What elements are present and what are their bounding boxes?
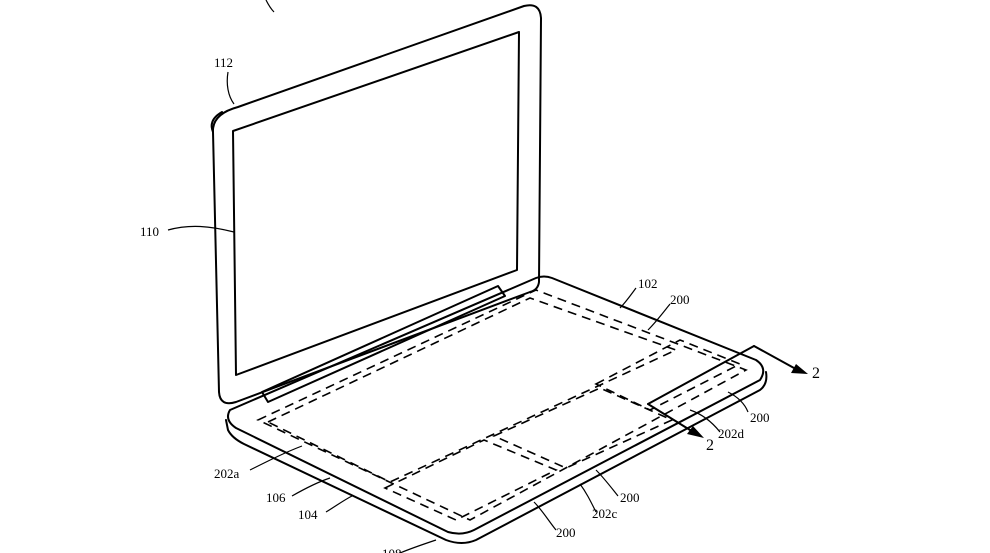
ref-104: 104 bbox=[298, 507, 318, 522]
ref-202c: 202c bbox=[592, 506, 618, 521]
hinge bbox=[261, 285, 506, 403]
region-202d bbox=[594, 339, 742, 411]
laptop-base bbox=[225, 275, 768, 544]
section-arrow-bottom bbox=[647, 403, 691, 431]
keyboard-region bbox=[256, 289, 748, 521]
ref-202d: 202d bbox=[718, 426, 745, 441]
leader-200-mid bbox=[595, 469, 619, 497]
display-screen bbox=[232, 31, 520, 376]
region-202c bbox=[383, 439, 558, 521]
section-line-2-2 bbox=[647, 345, 755, 405]
leader-102 bbox=[619, 287, 637, 309]
leader-200-top bbox=[647, 303, 671, 331]
display-lid bbox=[210, 4, 542, 405]
ref-202a: 202a bbox=[214, 466, 240, 481]
ref-2-top: 2 bbox=[812, 365, 820, 382]
ref-200-right: 200 bbox=[750, 410, 770, 425]
leader-104 bbox=[325, 495, 353, 513]
ref-106: 106 bbox=[266, 490, 286, 505]
ref-2-bottom: 2 bbox=[706, 437, 714, 454]
region-202a bbox=[266, 297, 679, 483]
top-leader-line bbox=[265, 0, 275, 13]
leader-202a bbox=[249, 445, 303, 471]
arrowhead-top bbox=[791, 364, 808, 374]
ref-200-mid: 200 bbox=[620, 490, 640, 505]
leader-106 bbox=[291, 477, 331, 497]
ref-200-bottom: 200 bbox=[556, 525, 576, 540]
leader-200-right bbox=[727, 391, 749, 413]
leader-202c bbox=[579, 483, 597, 513]
ref-108-partial: 108 bbox=[382, 546, 402, 553]
section-arrow-top bbox=[753, 345, 795, 369]
ref-102: 102 bbox=[638, 276, 658, 291]
leader-108 bbox=[399, 539, 437, 553]
leader-110 bbox=[167, 225, 235, 233]
ref-110: 110 bbox=[140, 224, 159, 239]
leader-112 bbox=[226, 71, 235, 105]
arrowhead-bottom bbox=[687, 426, 704, 438]
ref-200-top: 200 bbox=[670, 292, 690, 307]
leader-200-bottom bbox=[533, 501, 557, 531]
leader-202d bbox=[689, 409, 721, 433]
ref-112: 112 bbox=[214, 55, 233, 70]
